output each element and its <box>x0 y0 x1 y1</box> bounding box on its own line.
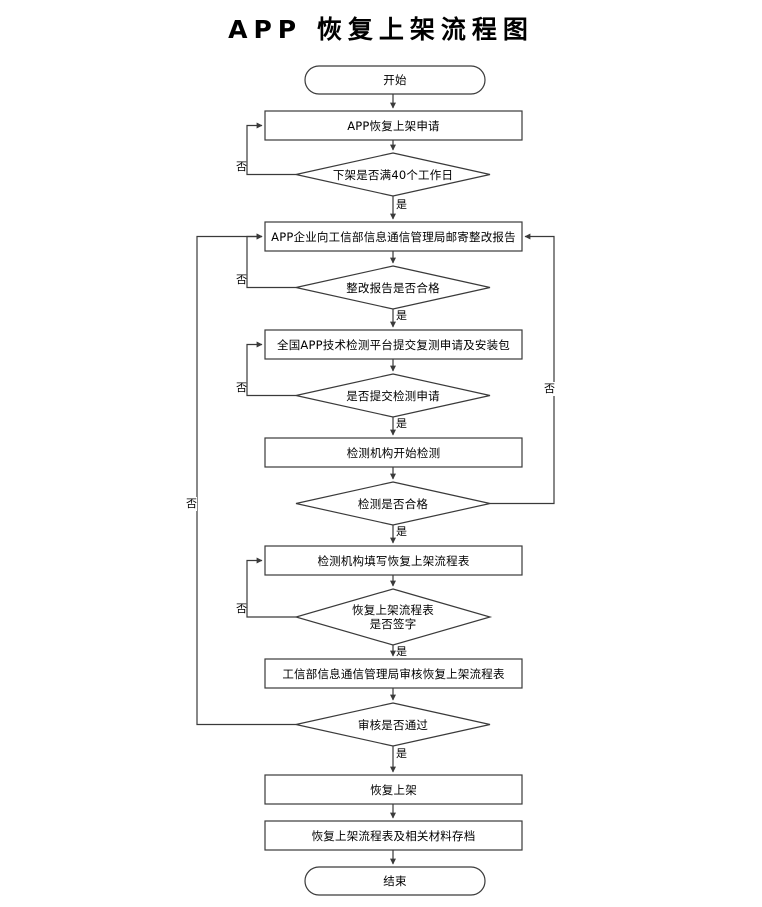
edge-label-yes-decsubmit: 是 <box>396 417 407 430</box>
node-dectestpass[interactable] <box>296 482 490 525</box>
node-shape-platformsubmit <box>264 329 523 360</box>
edge-label-yes-dectestpass: 是 <box>396 525 407 538</box>
node-apply[interactable] <box>265 111 522 140</box>
node-shape-mailreport <box>264 221 523 252</box>
edge-label-no-dec40days: 否 <box>236 160 247 173</box>
edge-no-dectestpass-mailreport <box>490 233 555 505</box>
edge-label-no-decsign: 否 <box>236 602 247 615</box>
node-shape-archive <box>264 820 523 851</box>
node-archive[interactable] <box>265 821 522 850</box>
edge-no-decsubmit-platform <box>246 341 296 397</box>
edge-label-no-decreview: 否 <box>186 497 197 511</box>
node-mailreport[interactable] <box>265 222 522 251</box>
node-restore[interactable] <box>265 775 522 804</box>
page-title: APP 恢复上架流程图 <box>228 15 534 44</box>
node-start[interactable] <box>305 66 485 94</box>
edge-no-decsign-fillform <box>246 557 296 618</box>
edge-label-no-decreport: 否 <box>236 273 247 286</box>
node-end[interactable] <box>305 867 485 895</box>
node-shape-end <box>304 866 486 896</box>
node-fillform[interactable] <box>265 546 522 575</box>
edge-no-decreview-mailreport <box>196 233 296 726</box>
edge-no-dec40days-apply <box>246 122 296 176</box>
node-decreport[interactable] <box>296 266 490 309</box>
node-starttest[interactable] <box>265 438 522 467</box>
edge-label-no-dectestpass: 否 <box>544 382 555 396</box>
node-decsign[interactable] <box>296 589 490 645</box>
edge-label-yes-decreport: 是 <box>396 309 407 322</box>
node-dec40days[interactable] <box>296 153 490 196</box>
node-decreview[interactable] <box>296 703 490 746</box>
node-review[interactable] <box>265 659 522 688</box>
node-shape-starttest <box>264 437 523 468</box>
node-shape-fillform <box>264 545 523 576</box>
edge-label-yes-decsign: 是 <box>396 645 407 658</box>
edge-label-yes-dec40days: 是 <box>396 198 407 211</box>
node-shape-start <box>304 65 486 95</box>
node-platformsubmit[interactable] <box>265 330 522 359</box>
node-decsubmit[interactable] <box>296 374 490 417</box>
edge-label-no-decsubmit: 否 <box>236 381 247 394</box>
edge-label-yes-decreview: 是 <box>396 747 407 760</box>
